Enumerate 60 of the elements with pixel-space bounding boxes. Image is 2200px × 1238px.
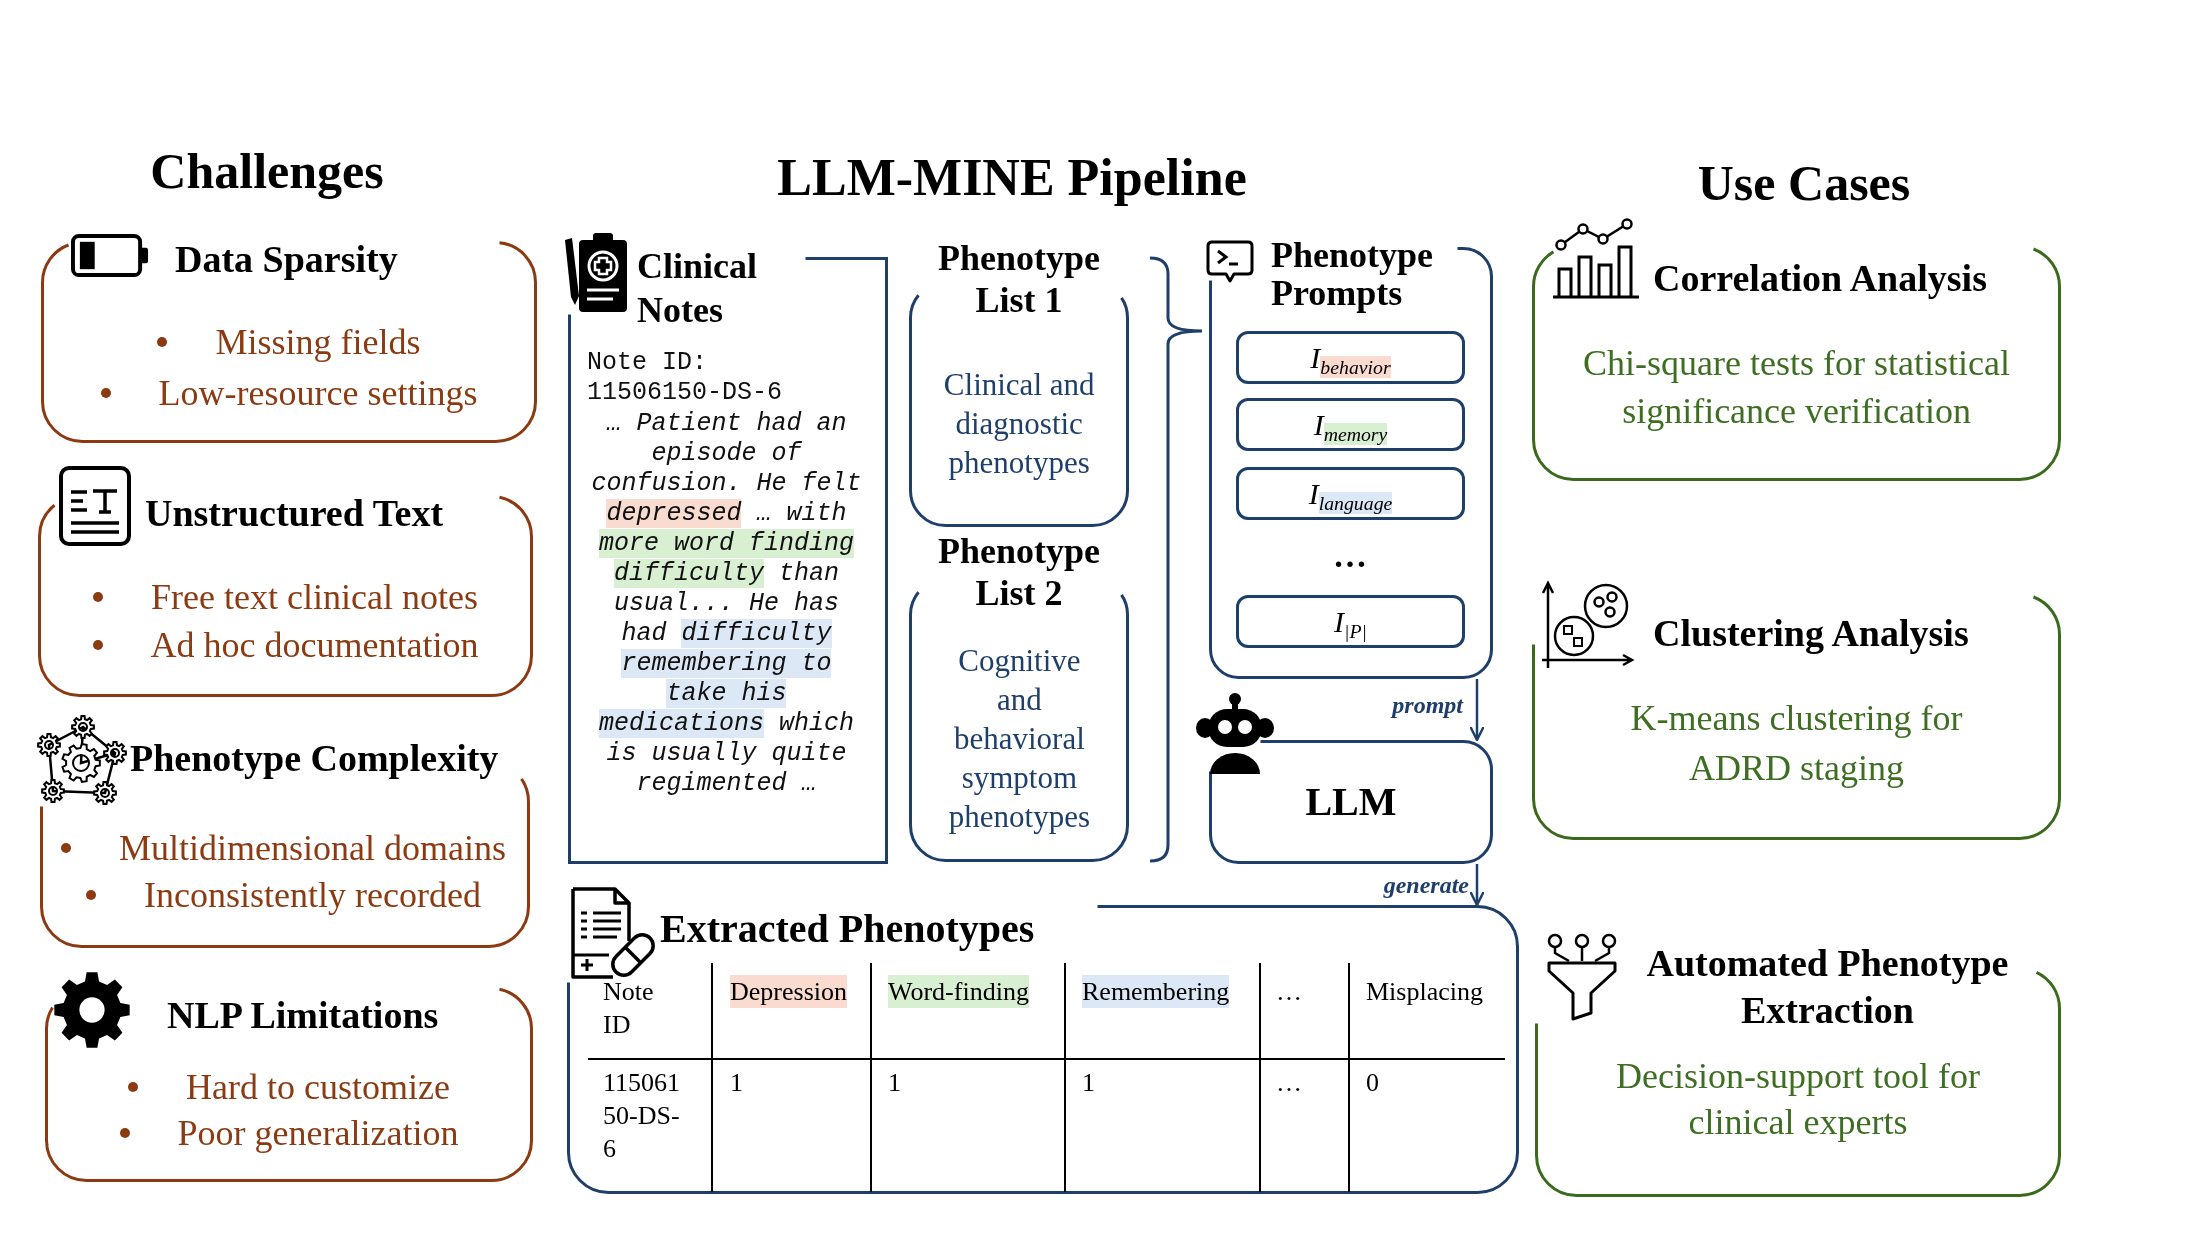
- panel-heading: Phenotype List 1: [937, 237, 1101, 321]
- card-heading: Unstructured Text: [145, 491, 444, 536]
- section-heading: Use Cases: [1697, 154, 1911, 213]
- column-header: Note ID: [603, 976, 655, 1041]
- use-case-description: Chi-square tests for statistical significance verification: [1582, 342, 2011, 433]
- ellipsis: …: [1333, 535, 1367, 576]
- arrow: [1469, 679, 1485, 742]
- note-text: … Patient had an episode of confusion. He felt depressed … with more word finding difficulty than usual... He has had difficulty remembering to take his medications which is usually quite regimented …: [590, 409, 863, 799]
- challenge-item: Multidimensional domains: [119, 827, 506, 870]
- column-header: Misplacing: [1366, 976, 1483, 1008]
- challenge-item: Ad hoc documentation: [150, 624, 479, 667]
- use-case-description: K-means clustering for ADRD staging: [1629, 697, 1964, 790]
- use-case-card: [1532, 580, 2061, 840]
- table-value: 1: [888, 1067, 901, 1099]
- challenge-card: [38, 466, 533, 697]
- table-value: 11506150-DS-6: [603, 1067, 682, 1165]
- instruction-box: [1236, 467, 1465, 520]
- phenotype-list-description: Clinical and diagnostic phenotypes: [942, 366, 1096, 482]
- phenotype-list-description: Cognitive and behavioral symptom phenotypes: [947, 642, 1091, 836]
- edge-label: generate: [1383, 871, 1469, 899]
- card-heading: Automated Phenotype Extraction: [1645, 941, 2010, 1033]
- challenge-card: [37, 712, 530, 948]
- card-heading: Phenotype Complexity: [130, 736, 499, 781]
- section-heading: Challenges: [150, 142, 384, 201]
- card-heading: Data Sparsity: [175, 237, 398, 282]
- model-name: LLM: [1305, 779, 1397, 825]
- challenge-item: Hard to customize: [186, 1066, 450, 1109]
- panel-heading: Phenotype Prompts: [1271, 236, 1434, 312]
- column-header: Word-finding: [888, 975, 1029, 1008]
- table-value: 0: [1366, 1067, 1379, 1099]
- challenge-item: Low-resource settings: [158, 372, 478, 415]
- panel-heading: Extracted Phenotypes: [660, 905, 1035, 953]
- note-id: Note ID: 11506150-DS-6: [587, 348, 784, 408]
- use-case-card: [1532, 217, 2061, 481]
- card-heading: Clustering Analysis: [1653, 611, 1969, 656]
- challenge-item: Poor generalization: [177, 1112, 459, 1155]
- arrow: [1469, 864, 1485, 907]
- challenge-item: Missing fields: [215, 321, 421, 364]
- panel-heading: Phenotype List 2: [937, 530, 1101, 614]
- table-value: …: [1276, 1067, 1302, 1099]
- clinical-notes-panel: [562, 230, 888, 864]
- challenge-item: Inconsistently recorded: [144, 874, 481, 917]
- instruction-box: [1236, 331, 1465, 384]
- table-value: 1: [730, 1067, 743, 1099]
- card-heading: Correlation Analysis: [1653, 256, 1987, 301]
- use-case-description: Decision-support tool for clinical experts: [1615, 1055, 1981, 1144]
- model-box: [1209, 740, 1493, 864]
- table-value: 1: [1082, 1067, 1095, 1099]
- panel-heading: Clinical Notes: [637, 245, 758, 332]
- card-heading: NLP Limitations: [167, 993, 439, 1038]
- column-header: …: [1276, 976, 1302, 1008]
- instruction-box: [1236, 595, 1465, 648]
- results-panel: [567, 905, 1519, 1194]
- section-heading: LLM-MINE Pipeline: [777, 147, 1247, 208]
- instruction-box: [1236, 398, 1465, 451]
- edge-label: prompt: [1392, 691, 1463, 719]
- challenge-item: Free text clinical notes: [151, 576, 478, 619]
- column-header: Remembering: [1082, 975, 1230, 1008]
- use-case-card: [1535, 933, 2061, 1197]
- column-header: Depression: [730, 975, 847, 1008]
